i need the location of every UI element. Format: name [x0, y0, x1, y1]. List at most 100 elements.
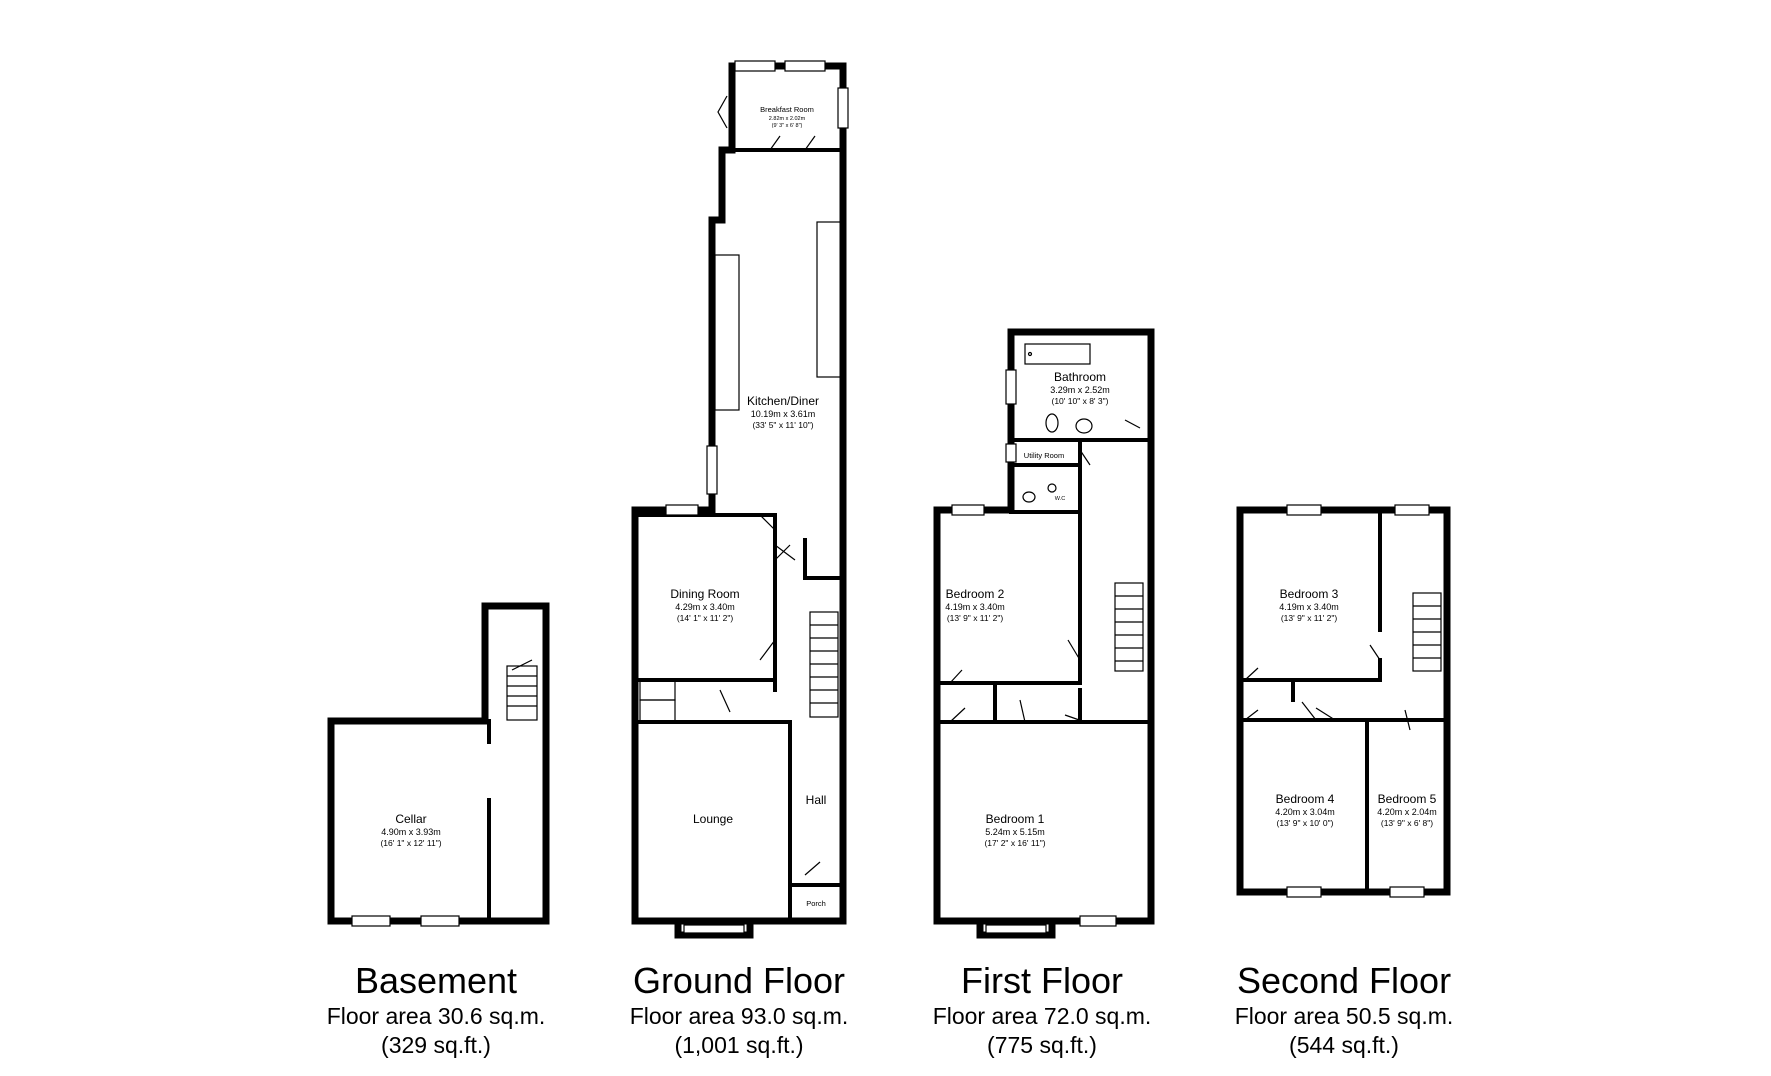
bedroom3-dimensions: 4.19m x 3.40m: [1279, 602, 1339, 612]
bedroom4-window: [1286, 886, 1322, 898]
basement-stairs: [506, 659, 538, 721]
bedroom4-name: Bedroom 4: [1276, 792, 1335, 806]
ground-door: [769, 135, 781, 151]
basement-area: Floor area 30.6 sq.m.: [326, 1003, 546, 1029]
lounge-bay-window: [683, 924, 745, 934]
bedroom5-name: Bedroom 5: [1378, 792, 1437, 806]
bedroom5-dimensions-imperial: (13' 9" x 6' 8"): [1381, 818, 1433, 828]
first-door: [1064, 714, 1086, 723]
bedroom1-window: [1079, 915, 1117, 927]
second-floor-title: Second Floor: [1236, 960, 1452, 1001]
first-door: [1124, 419, 1141, 429]
porch-name: Porch: [806, 899, 826, 908]
dining-room-name: Dining Room: [670, 587, 739, 601]
kitchen-window: [706, 445, 718, 495]
first-floor-sqft: (775 sq.ft.): [987, 1032, 1097, 1058]
ground-door: [719, 689, 731, 713]
breakfast-room-dimensions: 2.82m x 2.02m: [769, 116, 806, 122]
second-door: [1301, 701, 1317, 721]
dining-window: [665, 504, 699, 516]
second-floor-caption: Second Floor Floor area 50.5 sq.m. (544 …: [1179, 960, 1509, 1060]
ground-floor-plan: Breakfast Room 2.82m x 2.02m (9' 3" x 6'…: [631, 60, 849, 939]
cellar-name: Cellar: [395, 812, 426, 826]
bedroom4-dimensions-imperial: (13' 9" x 10' 0"): [1276, 818, 1333, 828]
ground-floor-title: Ground Floor: [632, 960, 846, 1001]
kitchen-diner-dimensions: 10.19m x 3.61m: [751, 409, 816, 419]
bath-tap-icon: [1027, 351, 1033, 357]
bedroom3-dimensions-imperial: (13' 9" x 11' 2"): [1281, 613, 1338, 623]
kitchen-worktop: [816, 221, 842, 378]
bedroom2-dimensions-imperial: (13' 9" x 11' 2"): [947, 613, 1004, 623]
second-door: [1404, 709, 1411, 731]
bedroom1-bay-window: [976, 917, 1056, 939]
breakfast-window: [837, 87, 849, 129]
kitchen-diner-name: Kitchen/Diner: [747, 394, 819, 408]
ground-cupboard: [639, 679, 676, 701]
second-door: [1244, 667, 1259, 681]
first-door: [1067, 639, 1081, 661]
basement-window: [351, 915, 391, 927]
cellar-dimensions-imperial: (16' 1" x 12' 11"): [380, 838, 441, 848]
bedroom5-window: [1389, 886, 1425, 898]
second-door: [1369, 644, 1381, 661]
lounge-name: Lounge: [693, 812, 733, 826]
wc-basin-icon: [1047, 483, 1057, 493]
ground-stairs: [809, 611, 839, 718]
first-stairs: [1114, 582, 1144, 672]
bathroom-name: Bathroom: [1054, 370, 1106, 384]
second-landing-window: [1394, 504, 1430, 516]
kitchen-worktop: [714, 254, 740, 411]
second-floor-area: Floor area 50.5 sq.m.: [1234, 1003, 1454, 1029]
toilet-icon: [1045, 413, 1059, 433]
first-door: [949, 669, 963, 684]
bedroom1-dimensions: 5.24m x 5.15m: [985, 827, 1045, 837]
ground-floor-area: Floor area 93.0 sq.m.: [629, 1003, 849, 1029]
second-floor-plan: Bedroom 3 4.19m x 3.40m (13' 9" x 11' 2"…: [1236, 504, 1451, 898]
basement-title: Basement: [354, 960, 518, 1001]
wc-toilet-icon: [1022, 491, 1036, 503]
bedroom2-name: Bedroom 2: [946, 587, 1005, 601]
bedroom4-dimensions: 4.20m x 3.04m: [1275, 807, 1335, 817]
bedroom2-window: [951, 504, 985, 516]
first-floor-plan: Bathroom 3.29m x 2.52m (10' 10" x 8' 3")…: [933, 328, 1155, 939]
hall-name: Hall: [806, 793, 827, 807]
dining-room-dimensions-imperial: (14' 1" x 11' 2"): [677, 613, 734, 623]
basement-plan: Cellar 4.90m x 3.93m (16' 1" x 12' 11"): [327, 602, 550, 927]
basement-window: [420, 915, 460, 927]
bathroom-dimensions: 3.29m x 2.52m: [1050, 385, 1110, 395]
first-door: [949, 707, 966, 723]
cellar-dimensions: 4.90m x 3.93m: [381, 827, 441, 837]
bedroom3-name: Bedroom 3: [1280, 587, 1339, 601]
ground-cupboard: [639, 699, 676, 723]
basement-sqft: (329 sq.ft.): [381, 1032, 491, 1058]
second-floor-sqft: (544 sq.ft.): [1289, 1032, 1399, 1058]
bedroom1-bay-window: [985, 924, 1047, 934]
breakfast-room-dimensions-imperial: (9' 3" x 6' 8"): [772, 123, 803, 129]
first-door: [1019, 699, 1026, 723]
ground-door: [774, 544, 796, 561]
wc-name: W.C: [1055, 496, 1065, 502]
basement-caption: Basement Floor area 30.6 sq.m. (329 sq.f…: [271, 960, 601, 1060]
ground-door: [759, 514, 776, 531]
basement-outer-wall: [327, 602, 550, 925]
ground-door: [774, 544, 791, 561]
second-door: [1315, 707, 1336, 721]
ground-door: [759, 639, 776, 661]
second-outer-wall: [1236, 506, 1451, 896]
ground-door: [804, 135, 816, 151]
bedroom1-dimensions-imperial: (17' 2" x 16' 11"): [984, 838, 1045, 848]
first-door: [1079, 449, 1091, 466]
ground-door: [717, 95, 728, 129]
utility-window: [1005, 443, 1017, 463]
breakfast-window: [734, 60, 776, 72]
first-floor-title: First Floor: [961, 960, 1123, 1001]
lounge-bay-window: [674, 917, 754, 939]
bathroom-dimensions-imperial: (10' 10" x 8' 3"): [1051, 396, 1108, 406]
bathroom-window: [1005, 369, 1017, 405]
breakfast-room-name: Breakfast Room: [760, 105, 814, 114]
breakfast-window: [784, 60, 826, 72]
ground-floor-sqft: (1,001 sq.ft.): [674, 1032, 804, 1058]
bedroom1-name: Bedroom 1: [986, 812, 1045, 826]
bedroom5-dimensions: 4.20m x 2.04m: [1377, 807, 1437, 817]
